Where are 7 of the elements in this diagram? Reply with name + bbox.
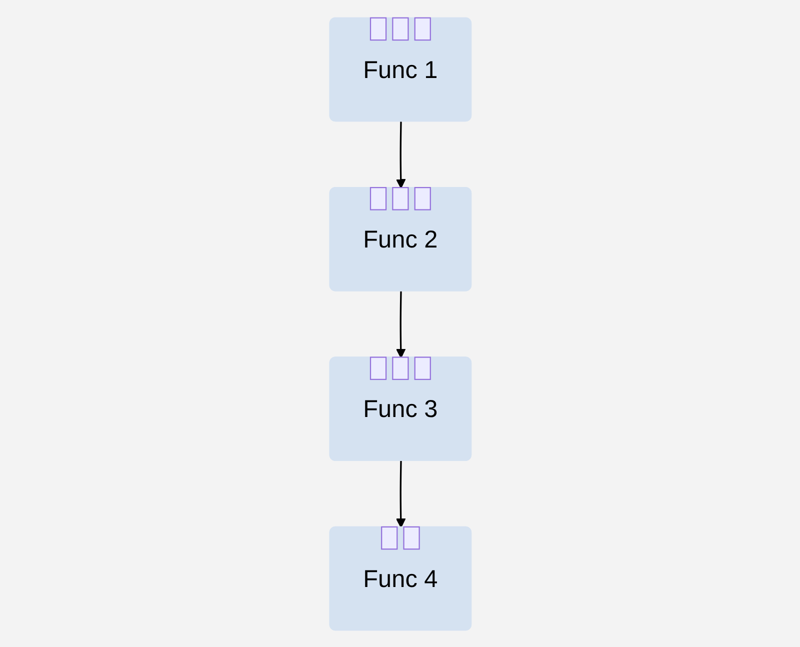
- node-label: Func 2: [362, 224, 438, 255]
- node-label: Func 3: [362, 393, 438, 424]
- arrow: [396, 460, 406, 528]
- node-label: Func 4: [362, 563, 438, 594]
- node-label: Func 1: [362, 54, 438, 85]
- arrow: [396, 290, 406, 358]
- arrow: [396, 121, 406, 188]
